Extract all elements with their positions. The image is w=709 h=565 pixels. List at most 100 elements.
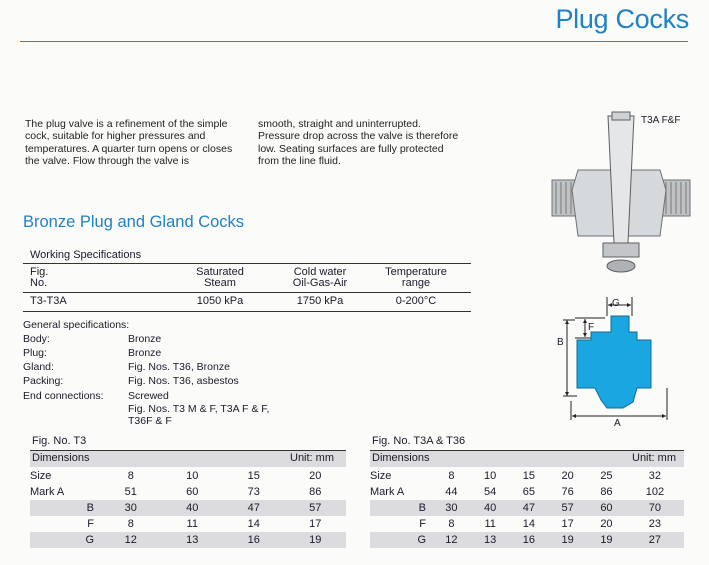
table-cell: 14 (522, 518, 536, 530)
table-cell: 19 (284, 532, 346, 548)
table-cell: 11 (484, 518, 496, 530)
table-cell: 8 (127, 470, 134, 482)
table-cell: 20 (600, 518, 613, 530)
table-cell: 20 (309, 470, 322, 482)
table-t3a: Size 8 10 15 20 25 32 Mark A 44 54 65 76… (370, 468, 684, 548)
table-cell: 15 (247, 470, 260, 482)
row-label: G (370, 532, 432, 548)
dim-label-b: B (557, 337, 564, 348)
row-label: Size (370, 470, 392, 482)
ws-row-steam: 1050 kPa (196, 295, 244, 307)
table-cell: 17 (561, 518, 574, 530)
spec-value-body: Bronze (128, 333, 162, 345)
spec-value-packing: Fig. Nos. T36, asbestos (128, 375, 239, 387)
table-cell: 32 (648, 470, 662, 482)
table-t3: Size 8 10 15 20 Mark A 51 60 73 86 B 30 … (30, 468, 346, 548)
table-t3a-fig-label: Fig. No. T3A & T36 (372, 435, 466, 447)
table-cell: 10 (186, 470, 199, 482)
table-cell: 25 (600, 470, 613, 482)
general-specs-label: General specifications: (23, 319, 130, 331)
table-cell: 19 (548, 532, 588, 548)
table-cell: 57 (548, 500, 588, 516)
table-cell: 86 (600, 486, 613, 498)
row-label: B (370, 500, 432, 516)
table-cell: 13 (470, 532, 510, 548)
page-title: Plug Cocks (555, 4, 689, 34)
ws-row-fig: T3-T3A (30, 295, 67, 307)
photo-label: T3A F&F (641, 115, 681, 126)
table-cell: 57 (284, 500, 346, 516)
table-row: F 8 11 14 17 (30, 516, 346, 532)
table-cell: 27 (625, 532, 684, 548)
table-row: B 30 40 47 57 60 70 (370, 500, 684, 516)
table-t3a-top-rule (370, 450, 684, 451)
table-cell: 102 (645, 486, 665, 498)
section-title: Bronze Plug and Gland Cocks (23, 213, 245, 231)
table-cell: 15 (522, 470, 536, 482)
table-t3-dimensions-label: Dimensions (32, 452, 90, 464)
spec-key-end-connections: End connections: (23, 390, 104, 402)
table-row: F 8 11 14 17 20 23 (370, 516, 684, 532)
dim-label-g: G (612, 298, 620, 309)
table-cell: 44 (445, 486, 458, 498)
row-label: Mark A (30, 486, 65, 498)
table-cell: 86 (309, 486, 322, 498)
table-cell: 20 (561, 470, 574, 482)
ws-header-fig: Fig. No. (30, 266, 49, 289)
table-row: Size 8 10 15 20 (30, 468, 346, 484)
table-t3a-unit: Unit: mm (632, 452, 676, 464)
ws-header-water: Cold water Oil-Gas-Air (292, 266, 348, 289)
table-cell: 73 (247, 486, 260, 498)
table-row: G 12 13 16 19 19 27 (370, 532, 684, 548)
ws-top-rule (23, 263, 471, 264)
table-t3-fig-label: Fig. No. T3 (32, 435, 87, 447)
spec-key-body: Body: (23, 333, 50, 345)
ws-header-steam: Saturated Steam (196, 266, 244, 289)
dim-label-a: A (614, 418, 621, 429)
table-cell: 10 (484, 470, 497, 482)
table-row: Size 8 10 15 20 25 32 (370, 468, 684, 484)
table-t3a-dimensions-label: Dimensions (372, 452, 430, 464)
spec-value-gland: Fig. Nos. T36, Bronze (128, 361, 230, 373)
table-cell: 8 (448, 470, 455, 482)
table-row: Mark A 44 54 65 76 86 102 (370, 484, 684, 500)
ws-row-temp: 0-200°C (395, 295, 437, 307)
table-cell: 14 (247, 518, 260, 530)
table-cell: 30 (432, 500, 471, 516)
table-t3-unit: Unit: mm (290, 452, 334, 464)
table-cell: 16 (223, 532, 285, 548)
row-label: F (419, 518, 426, 530)
table-cell: 40 (161, 500, 223, 516)
table-t3a-header-band (370, 451, 684, 467)
title-rule (20, 41, 688, 42)
table-cell: 47 (223, 500, 285, 516)
table-cell: 65 (522, 486, 536, 498)
table-cell: 60 (587, 500, 626, 516)
ws-mid-rule (23, 292, 471, 293)
table-cell: 51 (124, 486, 137, 498)
spec-key-gland: Gland: (23, 361, 54, 373)
spec-value-end-connections: Screwed Fig. Nos. T3 M & F, T3A F & F, T… (128, 390, 270, 428)
table-row: B 30 40 47 57 (30, 500, 346, 516)
table-cell: 23 (648, 518, 662, 530)
spec-key-packing: Packing: (23, 375, 64, 387)
table-cell: 19 (587, 532, 626, 548)
table-cell: 76 (561, 486, 574, 498)
table-cell: 47 (509, 500, 549, 516)
intro-paragraph-1: The plug valve is a refinement of the si… (25, 118, 233, 168)
working-specs-label: Working Specifications (30, 249, 142, 261)
table-cell: 12 (432, 532, 471, 548)
intro-paragraph-2: smooth, straight and uninterrupted. Pres… (258, 118, 459, 168)
table-cell: 60 (186, 486, 199, 498)
table-cell: 40 (470, 500, 510, 516)
spec-value-plug: Bronze (128, 347, 162, 359)
table-cell: 30 (100, 500, 162, 516)
table-cell: 54 (484, 486, 497, 498)
table-cell: 16 (509, 532, 549, 548)
dim-label-f: F (588, 322, 595, 333)
ws-bottom-rule (23, 311, 471, 312)
row-label: Size (30, 470, 52, 482)
row-label: Mark A (370, 486, 405, 498)
plug-cock-photo (551, 111, 691, 273)
table-t3-top-rule (30, 450, 346, 451)
